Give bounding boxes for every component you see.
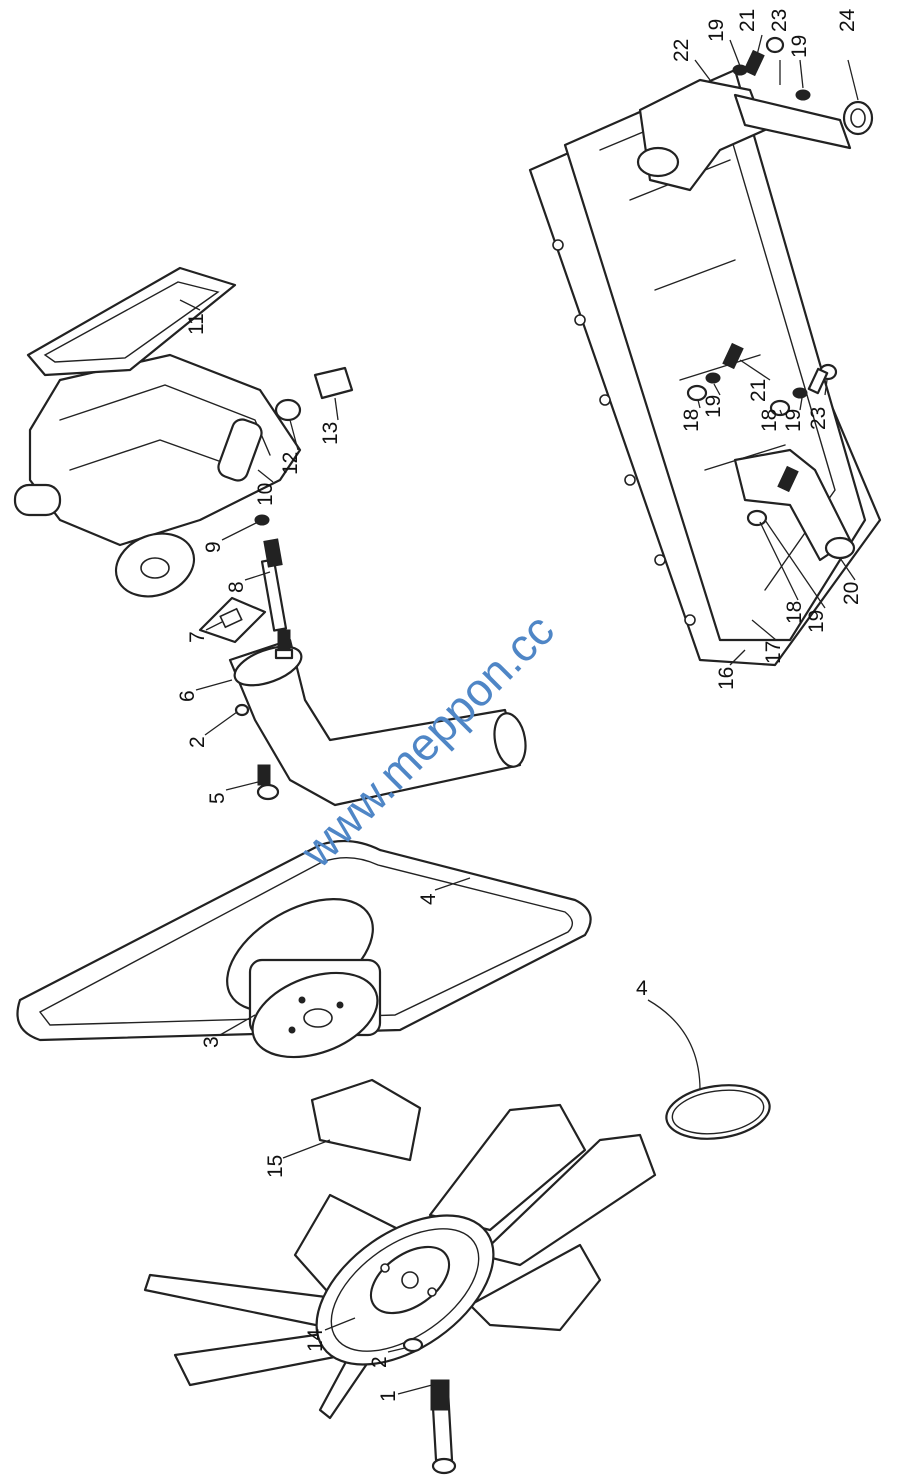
callout-9: 9 (202, 541, 225, 553)
callout-10: 10 (254, 483, 277, 506)
callout-24: 24 (836, 8, 859, 32)
pulley-center-hole (303, 1008, 333, 1028)
outlet-pipe (733, 93, 852, 150)
fan-bolt-hole (380, 1263, 390, 1273)
callout-15: 15 (264, 1155, 287, 1178)
callout-7: 7 (186, 631, 209, 643)
oil-cooler-assembly (528, 36, 882, 667)
cooler-bolt-head (765, 36, 785, 54)
seal-ring (665, 1084, 771, 1140)
cooler-bolt (777, 465, 799, 493)
callout-19-d: 19 (705, 19, 728, 42)
callout-1: 1 (377, 1390, 400, 1402)
callout-21-a: 21 (747, 379, 770, 402)
cooler-washer (705, 372, 721, 384)
callout-23-b: 23 (768, 9, 791, 32)
pipe-end (493, 712, 527, 768)
callout-12: 12 (279, 452, 302, 475)
water-pump (13, 266, 354, 644)
callout-5: 5 (206, 792, 229, 804)
fan-hub-hole (401, 1271, 419, 1289)
pump-nut (254, 514, 270, 526)
cooler-bolt (722, 342, 744, 370)
callout-6: 6 (176, 690, 199, 702)
callout-17: 17 (762, 641, 785, 664)
callout-18-c: 18 (758, 409, 781, 432)
cooler-washer (792, 387, 808, 399)
cooler-bolt (743, 49, 765, 77)
callout-22: 22 (670, 39, 693, 62)
fan-bolt (430, 1379, 457, 1475)
callout-18-b: 18 (680, 409, 703, 432)
callout-4-ring: 4 (636, 977, 648, 1000)
pump-outlet (13, 483, 62, 517)
callout-16: 16 (715, 667, 738, 690)
cooler-bolt-shank (807, 367, 829, 395)
leader-lines (179, 34, 859, 1395)
callout-20: 20 (840, 582, 863, 605)
callout-3: 3 (200, 1036, 223, 1048)
fan-hub-ribs (330, 1228, 480, 1352)
callout-2-pipe: 2 (186, 736, 209, 748)
callout-19-c: 19 (782, 409, 805, 432)
belt-and-pulley (16, 839, 592, 1059)
fan-blade (478, 1133, 657, 1267)
cooler-nut (769, 399, 791, 417)
callout-19-a: 19 (805, 610, 828, 633)
cooler-washer (795, 89, 811, 101)
cooler-nut (746, 509, 768, 527)
callout-21-b: 21 (736, 9, 759, 32)
pump-hub-center (140, 557, 170, 579)
callout-18-a: 18 (783, 601, 806, 624)
callout-23-a: 23 (807, 407, 830, 430)
pump-sleeve (313, 366, 354, 400)
callout-4-belt: 4 (417, 893, 440, 905)
cooler-nut (686, 384, 708, 402)
pipe-bolt (256, 764, 280, 801)
callout-2-fan: 2 (368, 1356, 391, 1368)
fan-assembly (143, 1078, 657, 1420)
fan-blade (468, 1243, 602, 1332)
fan-blade (310, 1078, 422, 1162)
callout-19-b: 19 (702, 395, 725, 418)
callout-11: 11 (185, 313, 208, 335)
inlet-pipe (228, 629, 527, 807)
callout-13: 13 (319, 422, 342, 445)
fan-bolt-hole (427, 1287, 437, 1297)
callout-8: 8 (225, 581, 248, 593)
pump-plug (274, 398, 302, 422)
flange-bolt (274, 629, 294, 660)
pump-gasket (26, 266, 237, 377)
callout-19-e: 19 (788, 35, 811, 58)
pump-stud (260, 538, 288, 632)
callout-labels: 1 2 14 15 3 4 4 5 2 6 7 8 9 10 12 13 11 … (176, 8, 863, 1402)
fan-washer (402, 1337, 424, 1353)
pipe-washer (234, 703, 250, 717)
pump-tube (217, 418, 263, 482)
callout-14: 14 (304, 1328, 327, 1352)
